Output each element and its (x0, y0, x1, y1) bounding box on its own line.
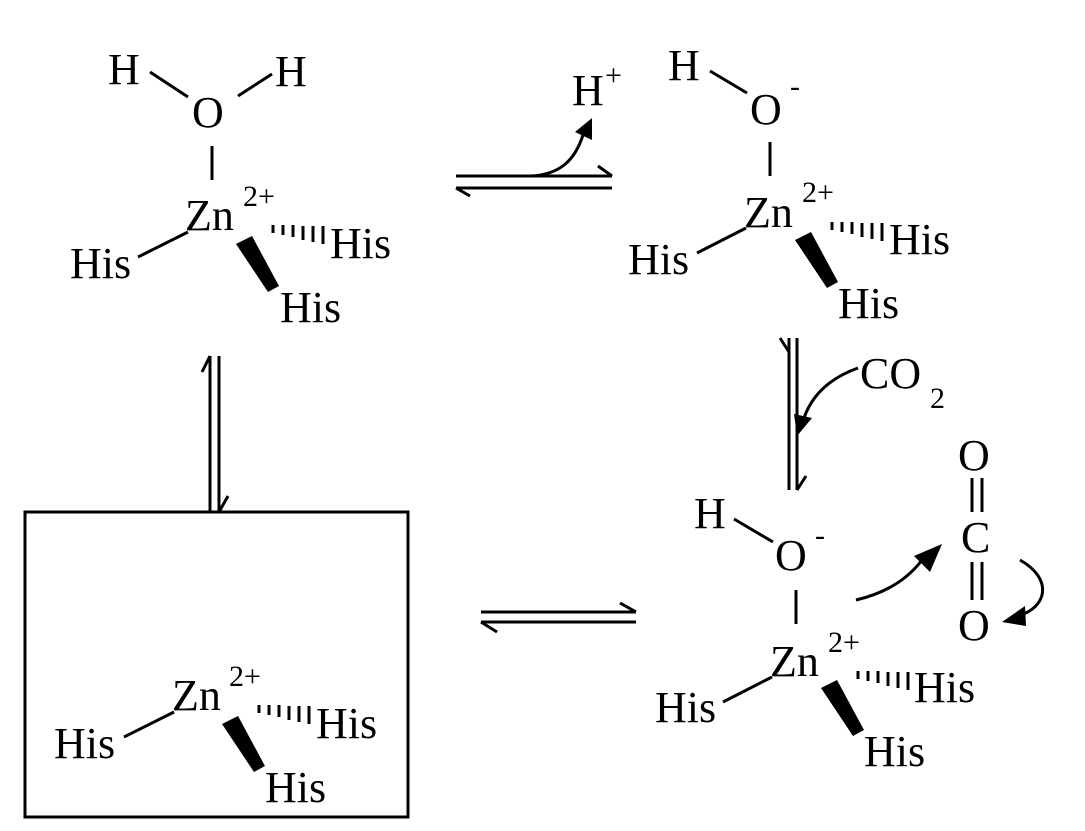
zn-charge: 2+ (229, 660, 261, 693)
bond-zn-his-bottom-wedge (795, 232, 838, 288)
atom-o: O (750, 85, 782, 134)
atom-o: O (192, 88, 224, 137)
bond-zn-his-right-hashed (856, 671, 910, 690)
co2-atom-c: C (961, 513, 990, 562)
bond-h-o-left (149, 70, 189, 99)
co2-atom-o-top: O (958, 431, 990, 480)
bond-zn-his-bottom-wedge (821, 680, 864, 736)
proton-charge: + (605, 59, 622, 92)
equilibrium-arrow-bicarbonate-release (480, 601, 637, 634)
structure-zn-water: H H O Zn 2+ His His His (70, 45, 391, 332)
atom-h-right: H (275, 47, 307, 96)
o-charge: - (790, 70, 800, 103)
bond-zn-his-right-hashed (830, 222, 884, 241)
ligand-his-left: His (655, 683, 716, 732)
zn-charge: 2+ (802, 176, 834, 209)
proton-label: H (572, 66, 604, 115)
atom-zn: Zn (172, 671, 221, 720)
curved-arrow-attack-head (914, 544, 942, 572)
atom-zn: Zn (744, 188, 793, 237)
bond-zn-his-right-hashed (271, 225, 325, 244)
atom-zn: Zn (770, 637, 819, 686)
atom-h-left: H (108, 45, 140, 94)
ligand-his-left: His (54, 719, 115, 768)
ligand-his-left: His (628, 235, 689, 284)
ligand-his-bottom: His (280, 283, 341, 332)
structure-zn-hydroxide: H O - Zn 2+ His His His (628, 41, 950, 328)
bond-zn-his-left (696, 226, 747, 255)
co2-subscript: 2 (930, 382, 945, 415)
bond-zn-his-right-hashed (257, 705, 311, 724)
curved-arrow-pi-bond-shift (1019, 558, 1044, 617)
bond-h-o (709, 69, 748, 95)
o-charge: - (815, 519, 825, 552)
ligand-his-bottom: His (838, 279, 899, 328)
curved-arrow-proton-head (575, 118, 592, 140)
ligand-his-right: His (316, 699, 377, 748)
bond-zn-his-bottom-wedge (222, 716, 265, 772)
bond-h-o (733, 517, 774, 544)
ligand-his-left: His (70, 239, 131, 288)
ligand-his-bottom: His (864, 727, 925, 776)
bond-zn-his-left (137, 230, 189, 259)
bond-zn-his-bottom-wedge (236, 236, 279, 292)
ligand-his-right: His (889, 215, 950, 264)
zn-charge: 2+ (828, 626, 860, 659)
co2-atom-o-bottom: O (958, 601, 990, 650)
equilibrium-arrow-co2-binding: CO 2 (778, 337, 945, 491)
structure-zn-boxed: Zn 2+ His His His (23, 510, 410, 819)
bond-zn-his-left (123, 710, 175, 739)
atom-o: O (775, 531, 807, 580)
curved-arrow-pi-shift-head (1002, 606, 1026, 626)
equilibrium-arrow-water-binding (200, 355, 230, 513)
atom-zn: Zn (185, 191, 234, 240)
equilibrium-arrow-deprotonation: H + (455, 59, 622, 198)
bond-h-o-right (237, 72, 273, 98)
atom-h: H (694, 489, 726, 538)
atom-h: H (668, 41, 700, 90)
bond-zn-his-left (722, 675, 773, 704)
curved-arrow-nucleophilic-attack (855, 559, 924, 602)
zn-charge: 2+ (243, 180, 275, 213)
ligand-his-right: His (914, 663, 975, 712)
carbon-dioxide-molecule: O C O (958, 431, 990, 650)
structure-zn-hydroxide-co2: H O - Zn 2+ His His His O C O (655, 431, 1044, 776)
curved-arrow-co2-head (794, 414, 812, 436)
ligand-his-right: His (330, 219, 391, 268)
co2-label: CO (860, 349, 921, 398)
highlight-box (23, 510, 410, 819)
ligand-his-bottom: His (265, 763, 326, 812)
